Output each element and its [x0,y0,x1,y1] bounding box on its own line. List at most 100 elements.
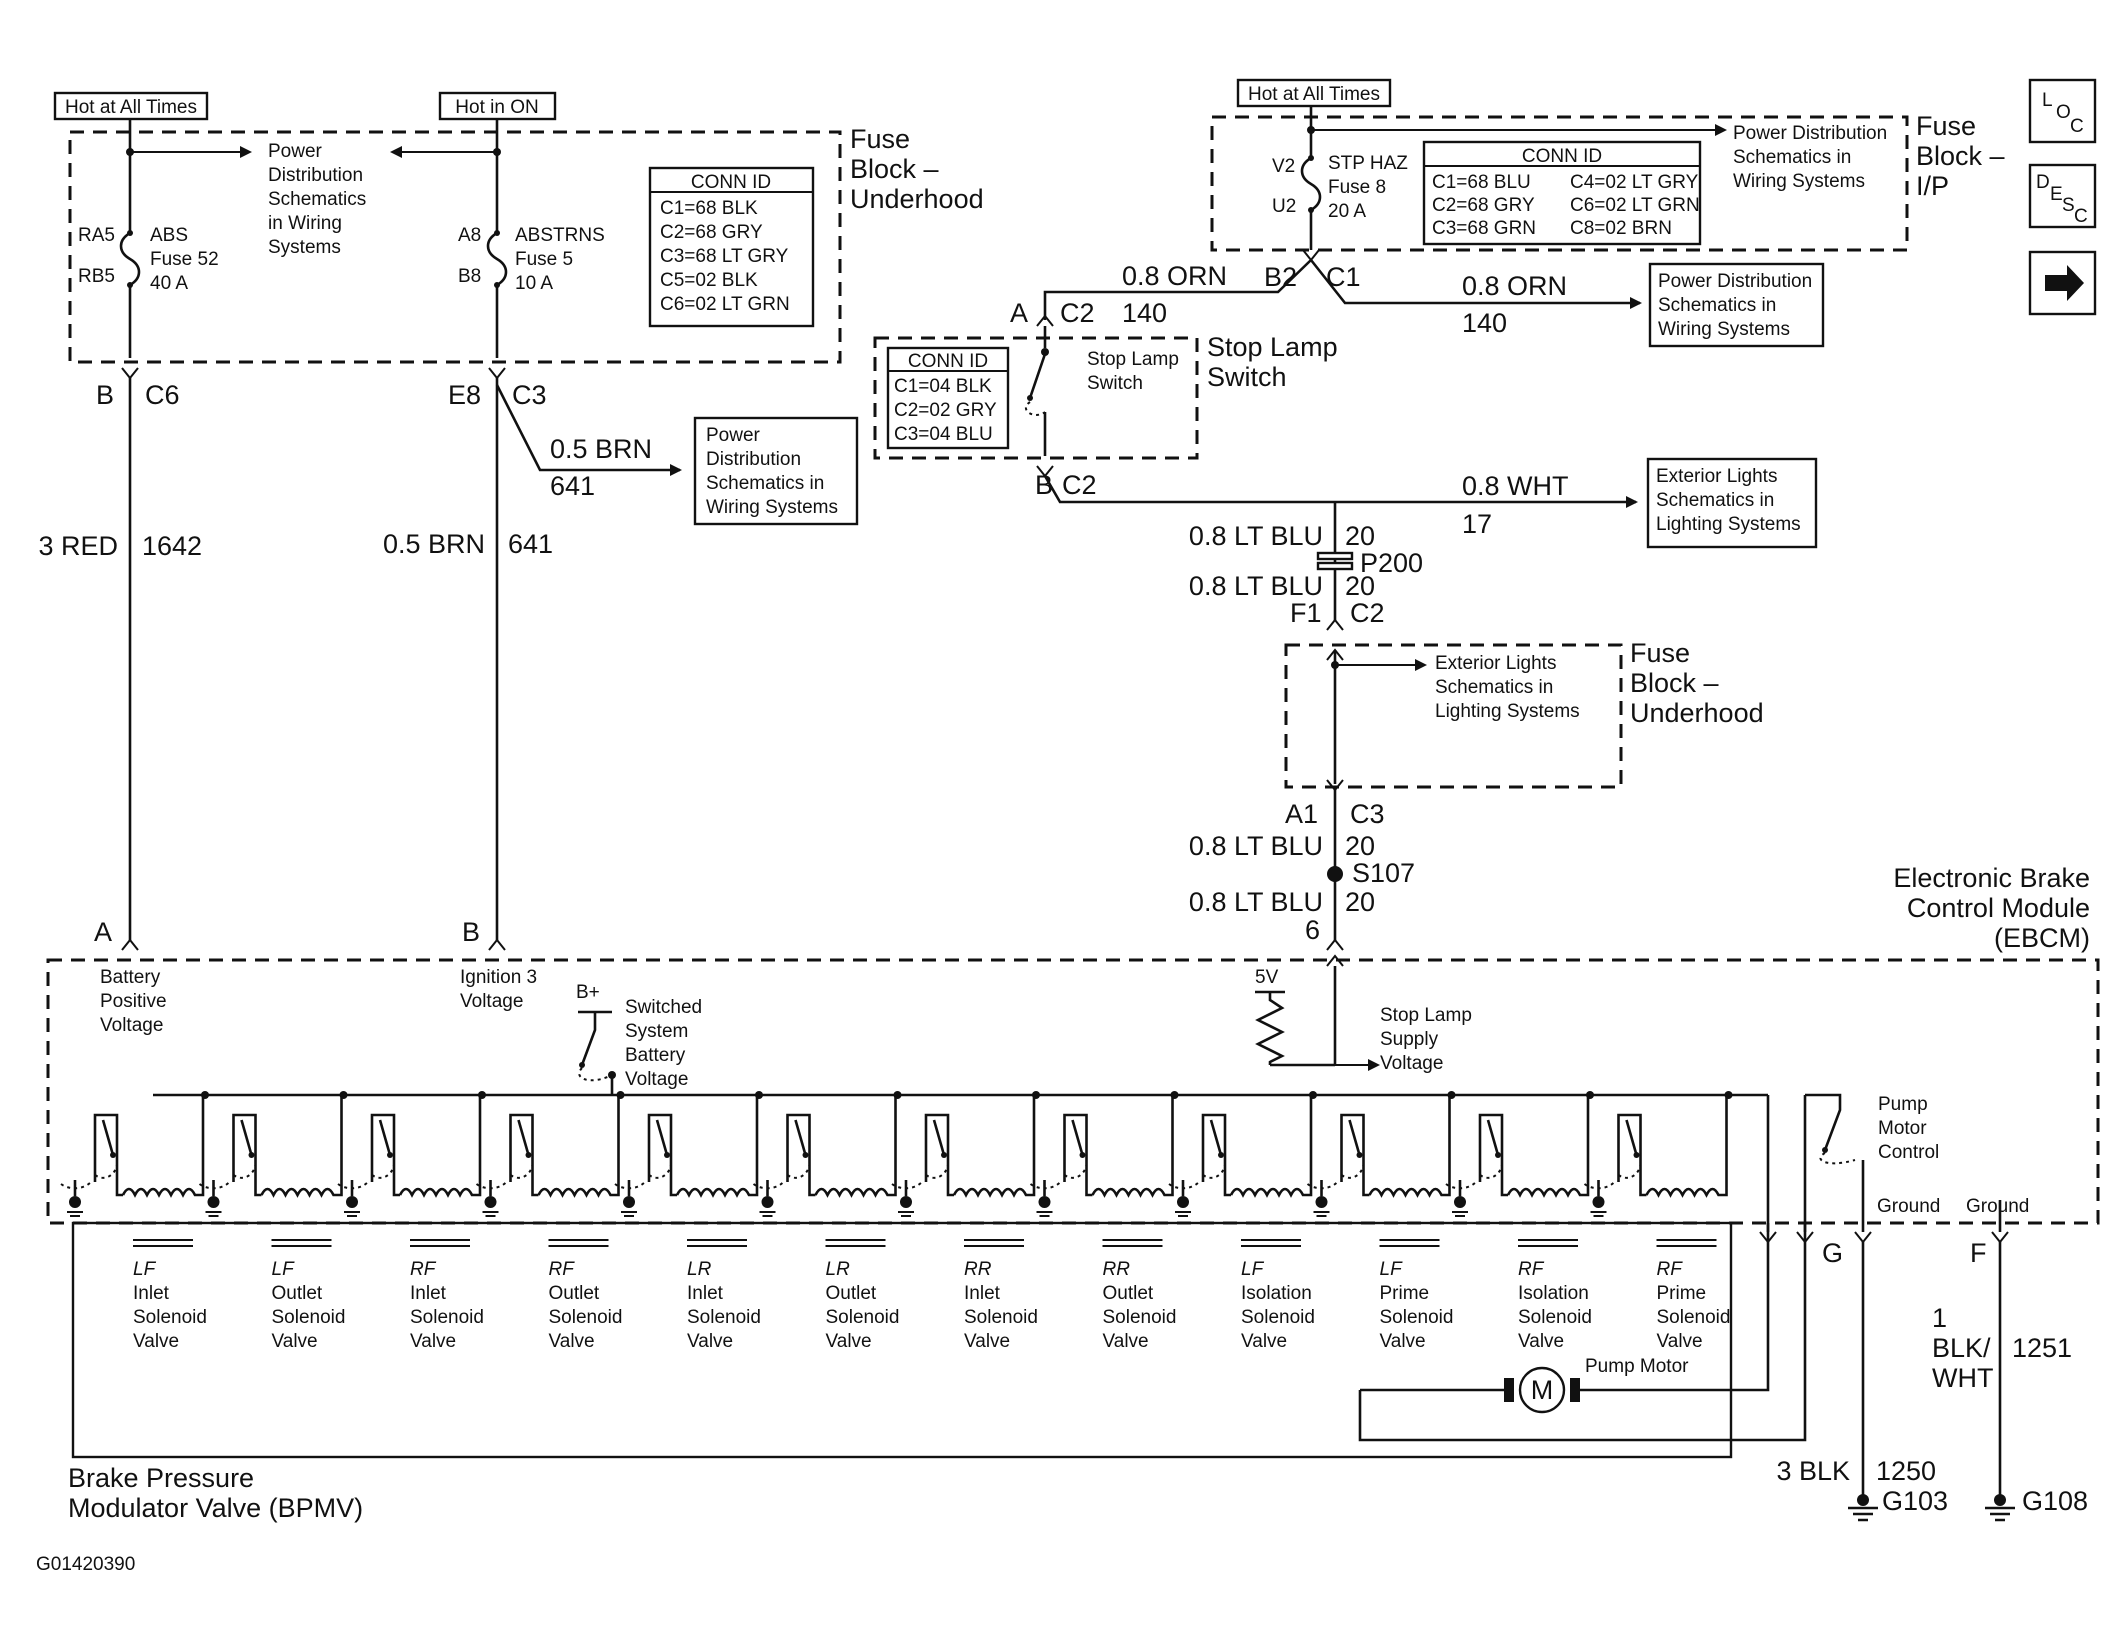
valve-position: RF [549,1259,576,1280]
svg-text:Ground: Ground [1877,1196,1940,1217]
valve-position: LR [687,1259,712,1280]
svg-text:0.8 LT BLU: 0.8 LT BLU [1189,521,1323,551]
valve-label-line: Valve [1518,1331,1564,1352]
valve-label-line: Solenoid [1518,1307,1592,1328]
valve-label-line: Prime [1380,1283,1430,1304]
svg-text:A1: A1 [1285,799,1318,829]
bpmv-outline [71,1221,1733,1459]
svg-text:C3: C3 [512,380,547,410]
desc-icon[interactable]: D E S C [2028,163,2097,229]
wire-brn-641-main: 0.5 BRN 641 [383,529,553,559]
wire-ltblu-20-c: 0.8 LT BLU 20 [1189,831,1375,861]
ebcm-outline [46,958,2100,1225]
svg-text:20: 20 [1345,521,1375,551]
svg-text:in Wiring: in Wiring [268,213,342,234]
valve-position: LR [826,1259,851,1280]
svg-text:Schematics in: Schematics in [1658,295,1776,316]
svg-text:O: O [2056,102,2071,123]
valve-position: LF [1241,1259,1265,1280]
solenoid-driver [475,1091,625,1217]
svg-text:Fuse: Fuse [850,124,910,154]
svg-text:Fuse 52: Fuse 52 [150,249,219,270]
pump-motor: M Pump Motor [1358,1223,1807,1442]
svg-text:P200: P200 [1360,548,1423,578]
svg-text:Positive: Positive [100,991,167,1012]
svg-text:CONN ID: CONN ID [1522,146,1602,167]
valve-label-line: Outlet [1103,1283,1154,1304]
svg-text:C1=68 BLU: C1=68 BLU [1432,172,1531,193]
svg-text:C3=68 LT GRY: C3=68 LT GRY [660,246,789,267]
solenoid-driver [1445,1091,1594,1217]
svg-text:Electronic Brake: Electronic Brake [1893,863,2090,893]
svg-text:C2: C2 [1062,470,1097,500]
svg-text:0.8 ORN: 0.8 ORN [1462,271,1567,301]
svg-text:B: B [1035,470,1053,500]
svg-text:Voltage: Voltage [1380,1053,1443,1074]
svg-text:641: 641 [550,471,595,501]
valve-label-line: Inlet [964,1283,1001,1304]
svg-text:641: 641 [508,529,553,559]
fuse-block-underhood-title: Fuse Block – Underhood [850,124,984,214]
svg-text:CONN ID: CONN ID [691,172,771,193]
valve-label-line: Solenoid [1241,1307,1315,1328]
svg-text:C4=02 LT GRY: C4=02 LT GRY [1570,172,1699,193]
wire-ltblu-20-a: 0.8 LT BLU 20 [1189,521,1375,551]
valve-label-line: Solenoid [133,1307,207,1328]
svg-text:Hot at All Times: Hot at All Times [65,97,197,118]
svg-text:Battery: Battery [625,1045,686,1066]
svg-text:C5=02 BLK: C5=02 BLK [660,270,758,291]
svg-text:Ignition 3: Ignition 3 [460,967,537,988]
valve-position: RF [1657,1259,1684,1280]
svg-text:Lighting Systems: Lighting Systems [1656,514,1801,535]
valve-label-line: Solenoid [410,1307,484,1328]
svg-text:CONN ID: CONN ID [908,351,988,372]
svg-text:C3: C3 [1350,799,1385,829]
svg-text:C: C [2070,116,2084,137]
valve-position: RF [410,1259,437,1280]
svg-text:1251: 1251 [2012,1333,2072,1363]
svg-text:Schematics in: Schematics in [1435,677,1553,698]
ground-g103: G103 [1848,1486,1948,1522]
hot-at-all-times-label-right: Hot at All Times [1236,78,1392,108]
svg-text:L: L [2042,90,2053,111]
svg-text:20 A: 20 A [1328,201,1366,222]
bpmv-title: Brake Pressure Modulator Valve (BPMV) [68,1463,363,1523]
power-distribution-ref-2: Power Distribution Schematics in Wiring … [693,416,859,526]
valve-label-line: Outlet [826,1283,877,1304]
svg-text:Fuse: Fuse [1630,638,1690,668]
svg-text:Voltage: Voltage [100,1015,163,1036]
p200-connector: P200 [1316,548,1423,578]
svg-text:ABSTRNS: ABSTRNS [515,225,605,246]
stop-lamp-supply-circuit: 5V Stop Lamp Supply Voltage [1255,966,1472,1074]
ebcm-pin-a: A [94,917,112,947]
svg-text:Modulator Valve (BPMV): Modulator Valve (BPMV) [68,1493,363,1523]
svg-text:Exterior Lights: Exterior Lights [1656,466,1777,487]
svg-text:Wiring Systems: Wiring Systems [1658,319,1790,340]
svg-text:B2: B2 [1264,262,1297,292]
svg-text:0.5 BRN: 0.5 BRN [383,529,485,559]
loc-icon[interactable]: L O C [2028,78,2097,144]
svg-text:D: D [2036,172,2050,193]
next-arrow-icon[interactable] [2028,250,2097,316]
svg-text:G: G [1822,1238,1843,1268]
splice-s107 [1327,866,1343,882]
valve-label-line: Solenoid [272,1307,346,1328]
svg-text:140: 140 [1462,308,1507,338]
valve-label-line: Valve [272,1331,318,1352]
fuse-block-ip-title: Fuse Block – I/P [1916,111,2005,201]
conn-id-table-underhood: CONN ID C1=68 BLK C2=68 GRY C3=68 LT GRY… [648,166,815,328]
svg-text:(EBCM): (EBCM) [1994,923,2090,953]
svg-text:C2: C2 [1060,298,1095,328]
valve-label-line: Valve [549,1331,595,1352]
svg-text:C1=68 BLK: C1=68 BLK [660,198,758,219]
wire-orn-140-a: 0.8 ORN 140 [1122,261,1227,328]
svg-text:Wiring Systems: Wiring Systems [1733,171,1865,192]
svg-text:10 A: 10 A [515,273,553,294]
svg-text:I/P: I/P [1916,171,1949,201]
svg-text:Block –: Block – [1630,668,1719,698]
